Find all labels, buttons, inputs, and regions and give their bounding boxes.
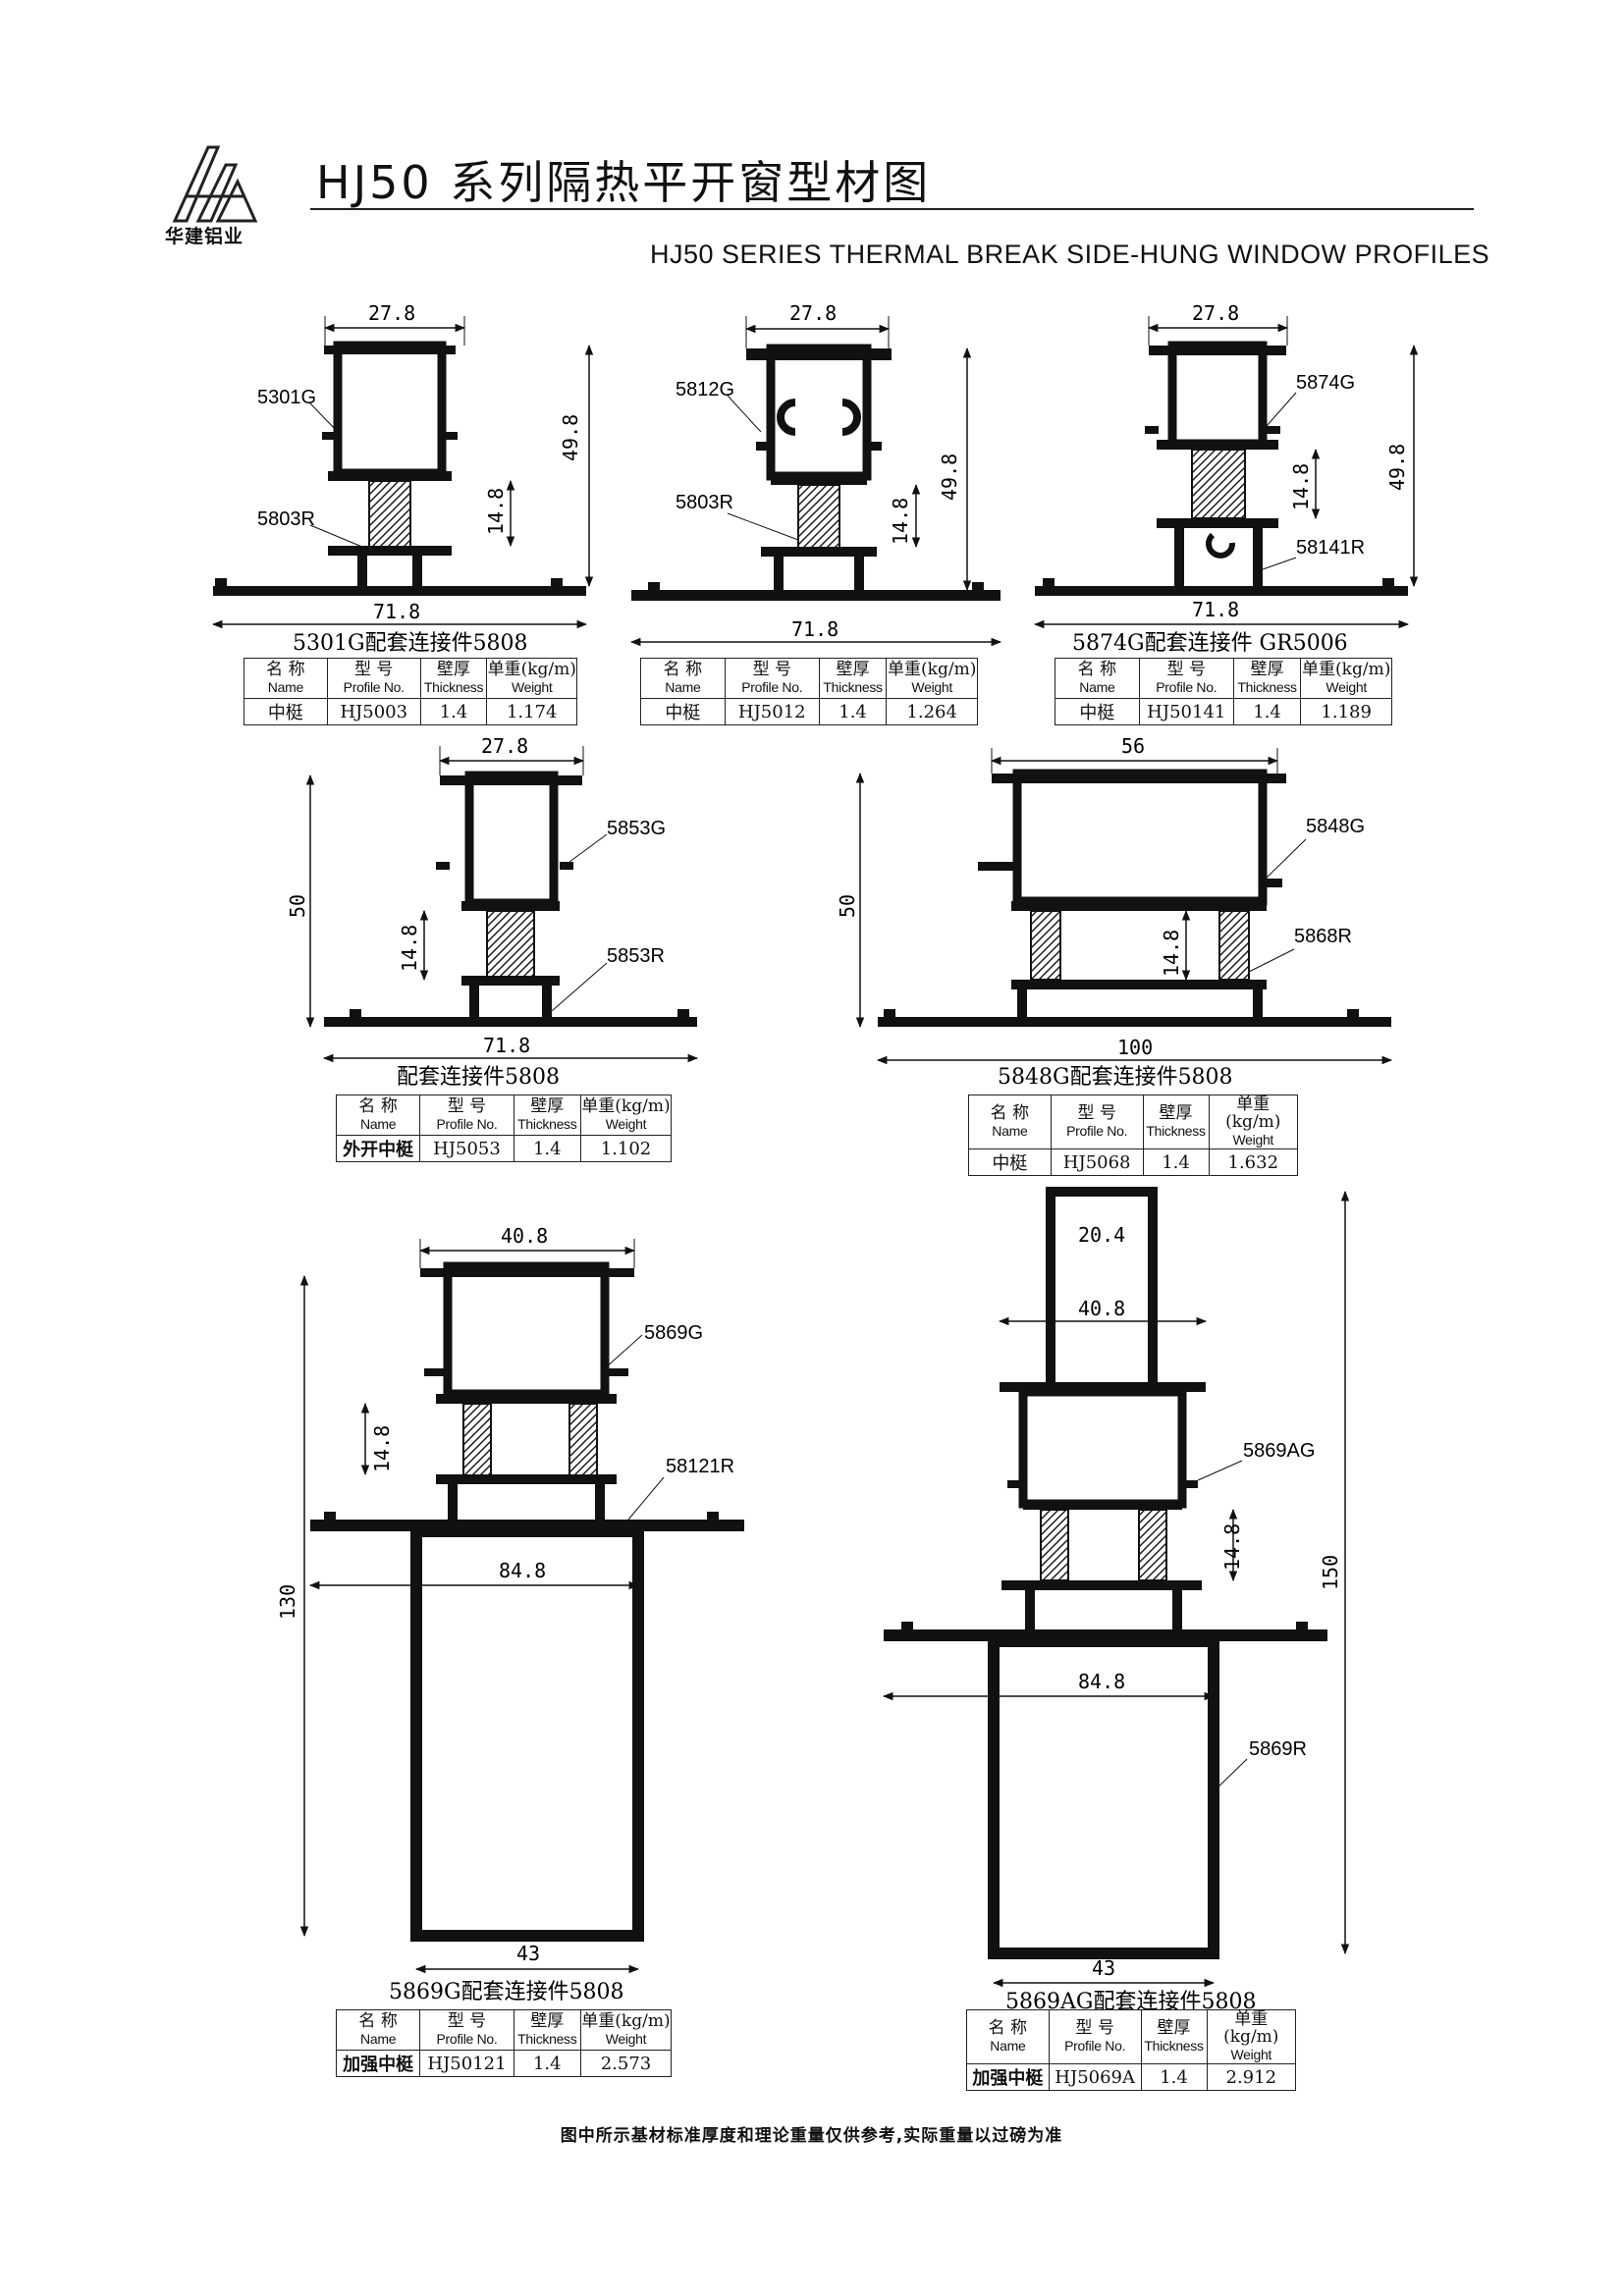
profile-4-caption: 配套连接件5808 (397, 1065, 560, 1090)
cell-thickness: 1.4 (1140, 2063, 1208, 2091)
profile-6-dim-inner: 84.8 (499, 1559, 546, 1582)
cell-name: 中梃 (1055, 698, 1140, 725)
profile-3-label-g: 5874G (1296, 372, 1355, 394)
cell-thickness: 1.4 (419, 698, 488, 725)
profile-4-label-g: 5853G (607, 818, 666, 839)
profile-4-dim-base: 71.8 (483, 1034, 530, 1057)
profile-2-drawing (631, 344, 1001, 601)
profile-3-dim-height: 49.8 (1385, 444, 1409, 491)
profile-5-dim-height: 50 (836, 894, 859, 918)
profile-2-dim-height: 49.8 (938, 454, 961, 501)
cell-weight: 2.912 (1206, 2063, 1297, 2091)
cell-profile-no: HJ50141 (1138, 698, 1234, 725)
profile-7-dim-width: 40.8 (1078, 1297, 1125, 1320)
profile-5-dim-break: 14.8 (1160, 930, 1183, 977)
title-rule (310, 208, 1474, 210)
profile-6-dim-bottom: 43 (516, 1942, 540, 1965)
cell-profile-no: HJ5003 (326, 698, 421, 725)
cell-profile-no: HJ5068 (1050, 1148, 1144, 1176)
profile-3-drawing (1035, 341, 1408, 596)
profile-2-dim-break: 14.8 (889, 498, 912, 545)
profile-2-label-r: 5803R (676, 492, 733, 513)
footer-note: 图中所示基材标准厚度和理论重量仅供参考,实际重量以过磅为准 (560, 2126, 1063, 2146)
profile-1-dim-break: 14.8 (484, 488, 508, 535)
profile-1-dim-width: 27.8 (368, 301, 415, 325)
profile-4-dim-width: 27.8 (481, 734, 528, 758)
profile-1-drawing (213, 341, 586, 596)
cell-profile-no: HJ50121 (419, 2050, 514, 2077)
cell-weight: 1.632 (1208, 1148, 1299, 1176)
profile-2-dim-width: 27.8 (789, 301, 837, 325)
profile-6-dim-break: 14.8 (370, 1425, 394, 1472)
cell-name: 中梃 (640, 698, 726, 725)
profile-6-dim-width: 40.8 (501, 1224, 548, 1248)
profile-1-dim-height: 49.8 (559, 414, 582, 461)
cell-profile-no: HJ5053 (419, 1135, 514, 1162)
profile-7-dim-bottom: 43 (1092, 1956, 1115, 1980)
page-subtitle: HJ50 SERIES THERMAL BREAK SIDE-HUNG WIND… (650, 240, 1490, 269)
cell-name: 外开中梃 (335, 1135, 421, 1162)
cell-thickness: 1.4 (1142, 1148, 1210, 1176)
profile-7-dim-inner: 84.8 (1078, 1670, 1125, 1693)
cell-thickness: 1.4 (513, 2050, 581, 2077)
profile-3-label-r: 58141R (1296, 537, 1365, 559)
profile-2-label-g: 5812G (676, 379, 734, 400)
profile-6-label-g: 5869G (644, 1322, 703, 1344)
profile-6-label-r: 58121R (666, 1456, 734, 1477)
profile-5-caption: 5848G配套连接件5808 (998, 1065, 1233, 1090)
profile-6-drawing (310, 1261, 744, 1942)
profile-5-label-r: 5868R (1294, 926, 1352, 947)
cell-weight: 1.102 (579, 1135, 673, 1162)
profile-3-dim-base: 71.8 (1192, 598, 1239, 621)
cell-name: 中梃 (243, 698, 328, 725)
profile-6-dim-height: 130 (276, 1584, 299, 1620)
profile-4-dim-height: 50 (286, 894, 309, 918)
profile-7-label-r: 5869R (1249, 1738, 1307, 1760)
profile-1-dim-base: 71.8 (373, 600, 420, 623)
cell-thickness: 1.4 (513, 1135, 581, 1162)
cell-profile-no: HJ5012 (724, 698, 820, 725)
cell-name: 加强中梃 (335, 2050, 421, 2077)
profile-6-caption: 5869G配套连接件5808 (389, 1980, 624, 2004)
profile-5-dim-base: 100 (1117, 1036, 1153, 1059)
cell-weight: 1.174 (486, 698, 577, 725)
cell-profile-no: HJ5069A (1048, 2063, 1142, 2091)
page-title: HJ50 系列隔热平开窗型材图 (316, 156, 932, 209)
profile-1-label-g: 5301G (257, 387, 316, 408)
company-logo (172, 145, 258, 223)
profile-4-dim-break: 14.8 (398, 925, 421, 972)
profile-4-drawing (324, 771, 697, 1027)
profile-7-dim-top: 20.4 (1078, 1223, 1125, 1247)
profile-5-dim-width: 56 (1121, 734, 1145, 758)
profile-3-dim-width: 27.8 (1192, 301, 1239, 325)
profile-2-dim-base: 71.8 (791, 617, 839, 641)
cell-thickness: 1.4 (818, 698, 888, 725)
logo-text: 华建铝业 (165, 226, 244, 247)
profile-3-dim-break: 14.8 (1289, 463, 1313, 510)
profile-7-dim-break: 14.8 (1220, 1523, 1244, 1571)
profile-1-caption: 5301G配套连接件5808 (293, 631, 528, 656)
cell-name: 中梃 (968, 1148, 1052, 1176)
cell-name: 加强中梃 (966, 2063, 1050, 2091)
profile-7-dim-height: 150 (1319, 1555, 1342, 1590)
cell-weight: 2.573 (579, 2050, 673, 2077)
profile-7-label-g: 5869AG (1243, 1440, 1315, 1462)
profile-5-label-g: 5848G (1306, 816, 1365, 837)
profile-1-label-r: 5803R (257, 508, 315, 530)
profile-5-drawing (878, 769, 1391, 1027)
cell-weight: 1.189 (1300, 698, 1392, 725)
profile-3-caption: 5874G配套连接件 GR5006 (1072, 631, 1348, 656)
cell-thickness: 1.4 (1232, 698, 1302, 725)
cell-weight: 1.264 (886, 698, 978, 725)
profile-4-label-r: 5853R (607, 945, 665, 967)
